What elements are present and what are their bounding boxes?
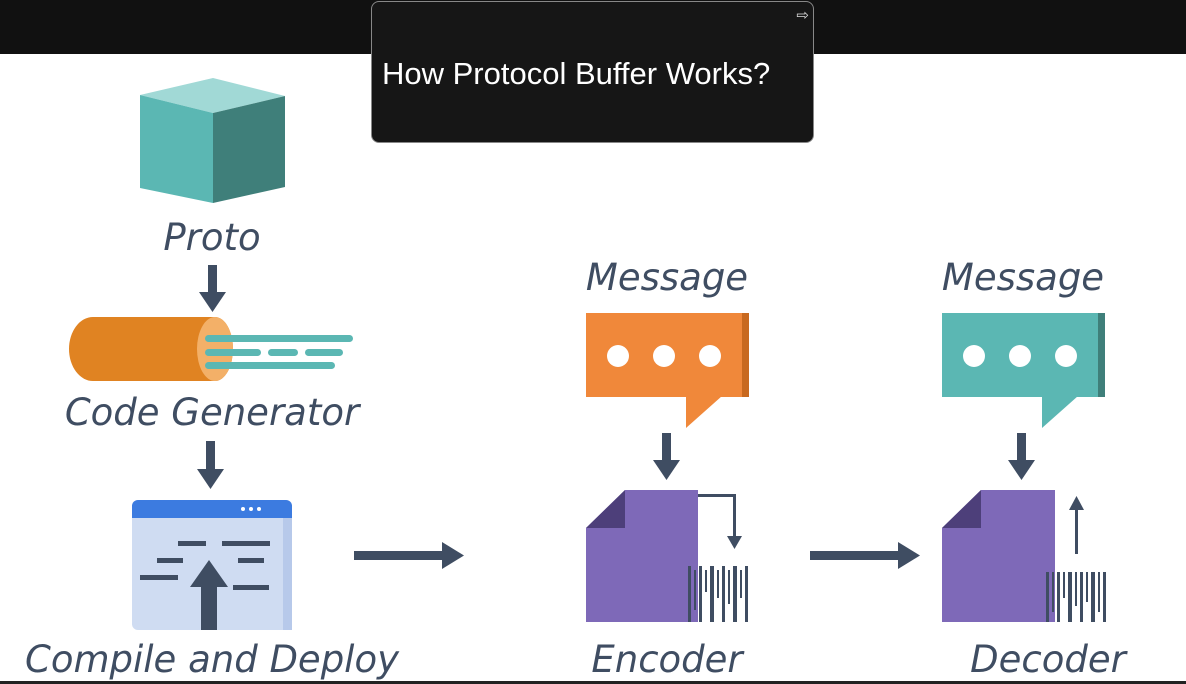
- arrow-down-icon: [199, 265, 226, 312]
- decoder-label: Decoder: [970, 638, 1128, 681]
- arrow-down-icon: [1008, 433, 1035, 480]
- popup-title: How Protocol Buffer Works?: [382, 56, 771, 91]
- bottom-border: [0, 681, 1186, 684]
- message-label: Message: [942, 256, 1104, 299]
- message-label: Message: [586, 256, 748, 299]
- encoder-document-icon: [586, 490, 748, 622]
- arrow-down-icon: [653, 433, 680, 480]
- message-bubble-icon: [942, 313, 1105, 428]
- compile-deploy-label: Compile and Deploy: [25, 638, 400, 681]
- proto-label: Proto: [163, 216, 260, 259]
- code-generator-icon: [69, 317, 353, 381]
- proto-cube-icon: [140, 78, 285, 203]
- arrow-right-icon: [354, 542, 464, 569]
- arrow-right-icon: [810, 542, 920, 569]
- exit-icon[interactable]: ⇨: [796, 7, 809, 24]
- message-bubble-icon: [586, 313, 749, 428]
- code-generator-label: Code Generator: [65, 391, 362, 434]
- deploy-window-icon: [132, 500, 292, 630]
- slide-title-popup: ⇨ How Protocol Buffer Works?: [371, 1, 814, 143]
- encoder-label: Encoder: [591, 638, 745, 681]
- arrow-down-icon: [197, 441, 224, 489]
- decoder-document-icon: [942, 490, 1106, 622]
